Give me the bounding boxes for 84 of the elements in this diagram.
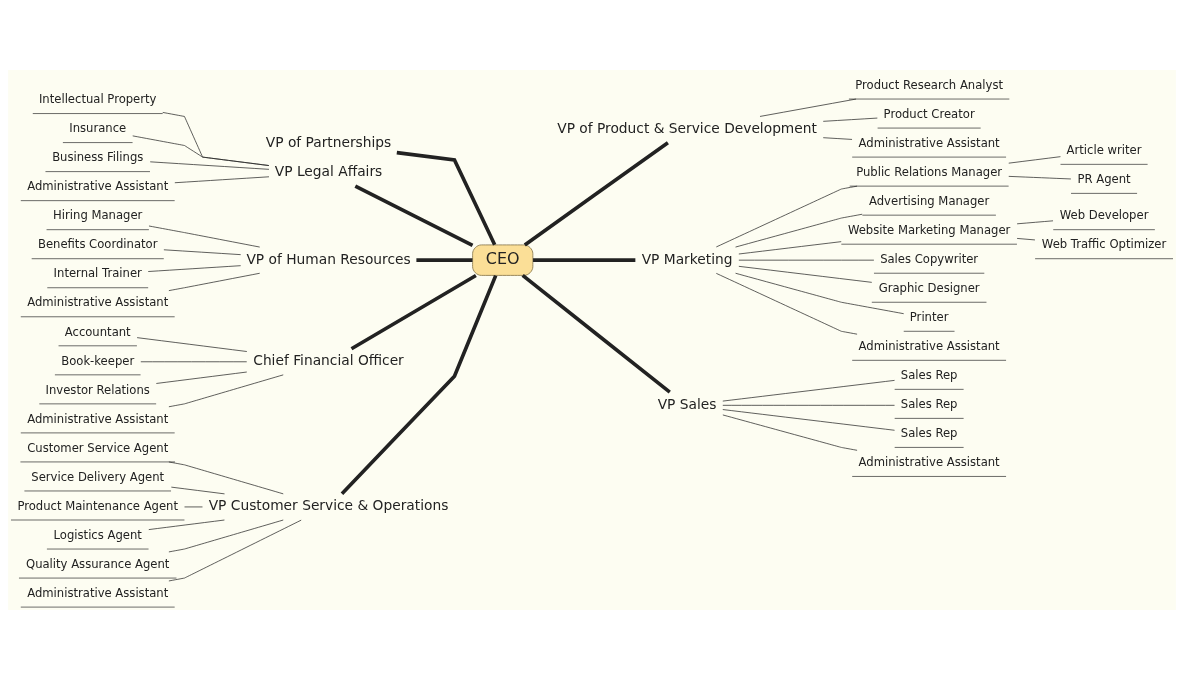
node-text: Business Filings xyxy=(52,149,144,164)
node-text: Product Creator xyxy=(883,106,975,121)
node-text: Investor Relations xyxy=(45,382,150,397)
node-text: Administrative Assistant xyxy=(27,411,169,426)
node-box: CEO xyxy=(472,244,534,276)
node-text: Product Maintenance Agent xyxy=(17,498,179,513)
node-text: Article writer xyxy=(1066,142,1142,157)
node-text: Administrative Assistant xyxy=(27,585,169,600)
node-text: Printer xyxy=(909,309,949,324)
node-text: VP of Partnerships xyxy=(265,133,392,150)
node-text: VP Customer Service & Operations xyxy=(208,496,449,513)
node-text: Advertising Manager xyxy=(869,193,990,208)
connector xyxy=(168,374,284,407)
connector xyxy=(735,272,905,314)
connector xyxy=(168,519,284,552)
connector xyxy=(416,257,473,262)
connector xyxy=(533,257,636,262)
connector xyxy=(715,185,858,247)
node-text: Accountant xyxy=(64,324,131,338)
connector xyxy=(396,150,497,245)
node-text: Public Relations Manager xyxy=(856,164,1003,179)
node-text: Administrative Assistant xyxy=(27,178,169,193)
connector xyxy=(174,175,270,183)
connector xyxy=(521,273,671,394)
connector xyxy=(148,519,225,530)
connector xyxy=(168,272,261,291)
node-text: Logistics Agent xyxy=(53,527,142,542)
connector xyxy=(715,272,858,335)
node-text: VP Sales xyxy=(657,395,717,412)
connector xyxy=(759,98,857,117)
connector xyxy=(354,184,474,247)
connector xyxy=(1008,175,1072,179)
connector xyxy=(148,225,261,247)
node-text: Graphic Designer xyxy=(878,280,980,295)
node-text: Administrative Assistant xyxy=(858,135,1000,150)
node-text: Sales Copywriter xyxy=(880,251,979,266)
node-text: Quality Assurance Agent xyxy=(26,556,170,571)
node-text: Administrative Assistant xyxy=(858,338,1000,353)
node-text: Internal Trainer xyxy=(53,265,142,280)
connector xyxy=(155,371,248,384)
connector xyxy=(738,240,842,254)
connector xyxy=(1016,219,1054,224)
node-text: VP Marketing xyxy=(641,250,733,267)
connector xyxy=(163,248,242,255)
connector xyxy=(350,273,477,350)
node-text: Chief Financial Officer xyxy=(253,351,404,368)
connector xyxy=(147,264,242,272)
node-text: Sales Rep xyxy=(900,425,958,440)
node-text: Web Developer xyxy=(1059,207,1149,222)
connector xyxy=(168,461,284,494)
node-text: Administrative Assistant xyxy=(858,454,1000,469)
connector xyxy=(1008,155,1061,164)
node-text: Insurance xyxy=(69,120,127,135)
node-text: Sales Rep xyxy=(900,367,958,382)
connector xyxy=(722,379,895,401)
node-text: VP of Product & Service Development xyxy=(557,119,817,136)
connector xyxy=(822,136,853,140)
node-text: Website Marketing Manager xyxy=(847,222,1011,237)
connector xyxy=(735,213,863,247)
node-text: Web Traffic Optimizer xyxy=(1041,236,1167,251)
node-text: PR Agent xyxy=(1077,171,1131,186)
connector xyxy=(149,160,270,170)
node-text: Service Delivery Agent xyxy=(31,469,165,484)
connector xyxy=(523,140,669,246)
node-text: Hiring Manager xyxy=(53,207,143,222)
node-text: Benefits Coordinator xyxy=(37,236,158,251)
connector xyxy=(136,336,248,352)
node-text: Product Research Analyst xyxy=(855,77,1004,92)
connector xyxy=(1016,237,1036,240)
node-text: VP Legal Affairs xyxy=(274,162,383,179)
node-text: Sales Rep xyxy=(900,396,958,411)
connector xyxy=(340,274,498,495)
node-text: Administrative Assistant xyxy=(27,294,169,309)
connector xyxy=(132,135,270,166)
connector xyxy=(822,117,878,122)
node-text: VP of Human Resources xyxy=(246,250,411,267)
connector xyxy=(168,519,302,581)
node-text: Book-keeper xyxy=(61,353,135,368)
node-text: Customer Service Agent xyxy=(27,440,169,455)
node-text: Intellectual Property xyxy=(38,91,157,106)
connector xyxy=(722,414,858,451)
connector xyxy=(722,408,895,431)
connector xyxy=(738,265,873,283)
connector xyxy=(170,486,225,494)
